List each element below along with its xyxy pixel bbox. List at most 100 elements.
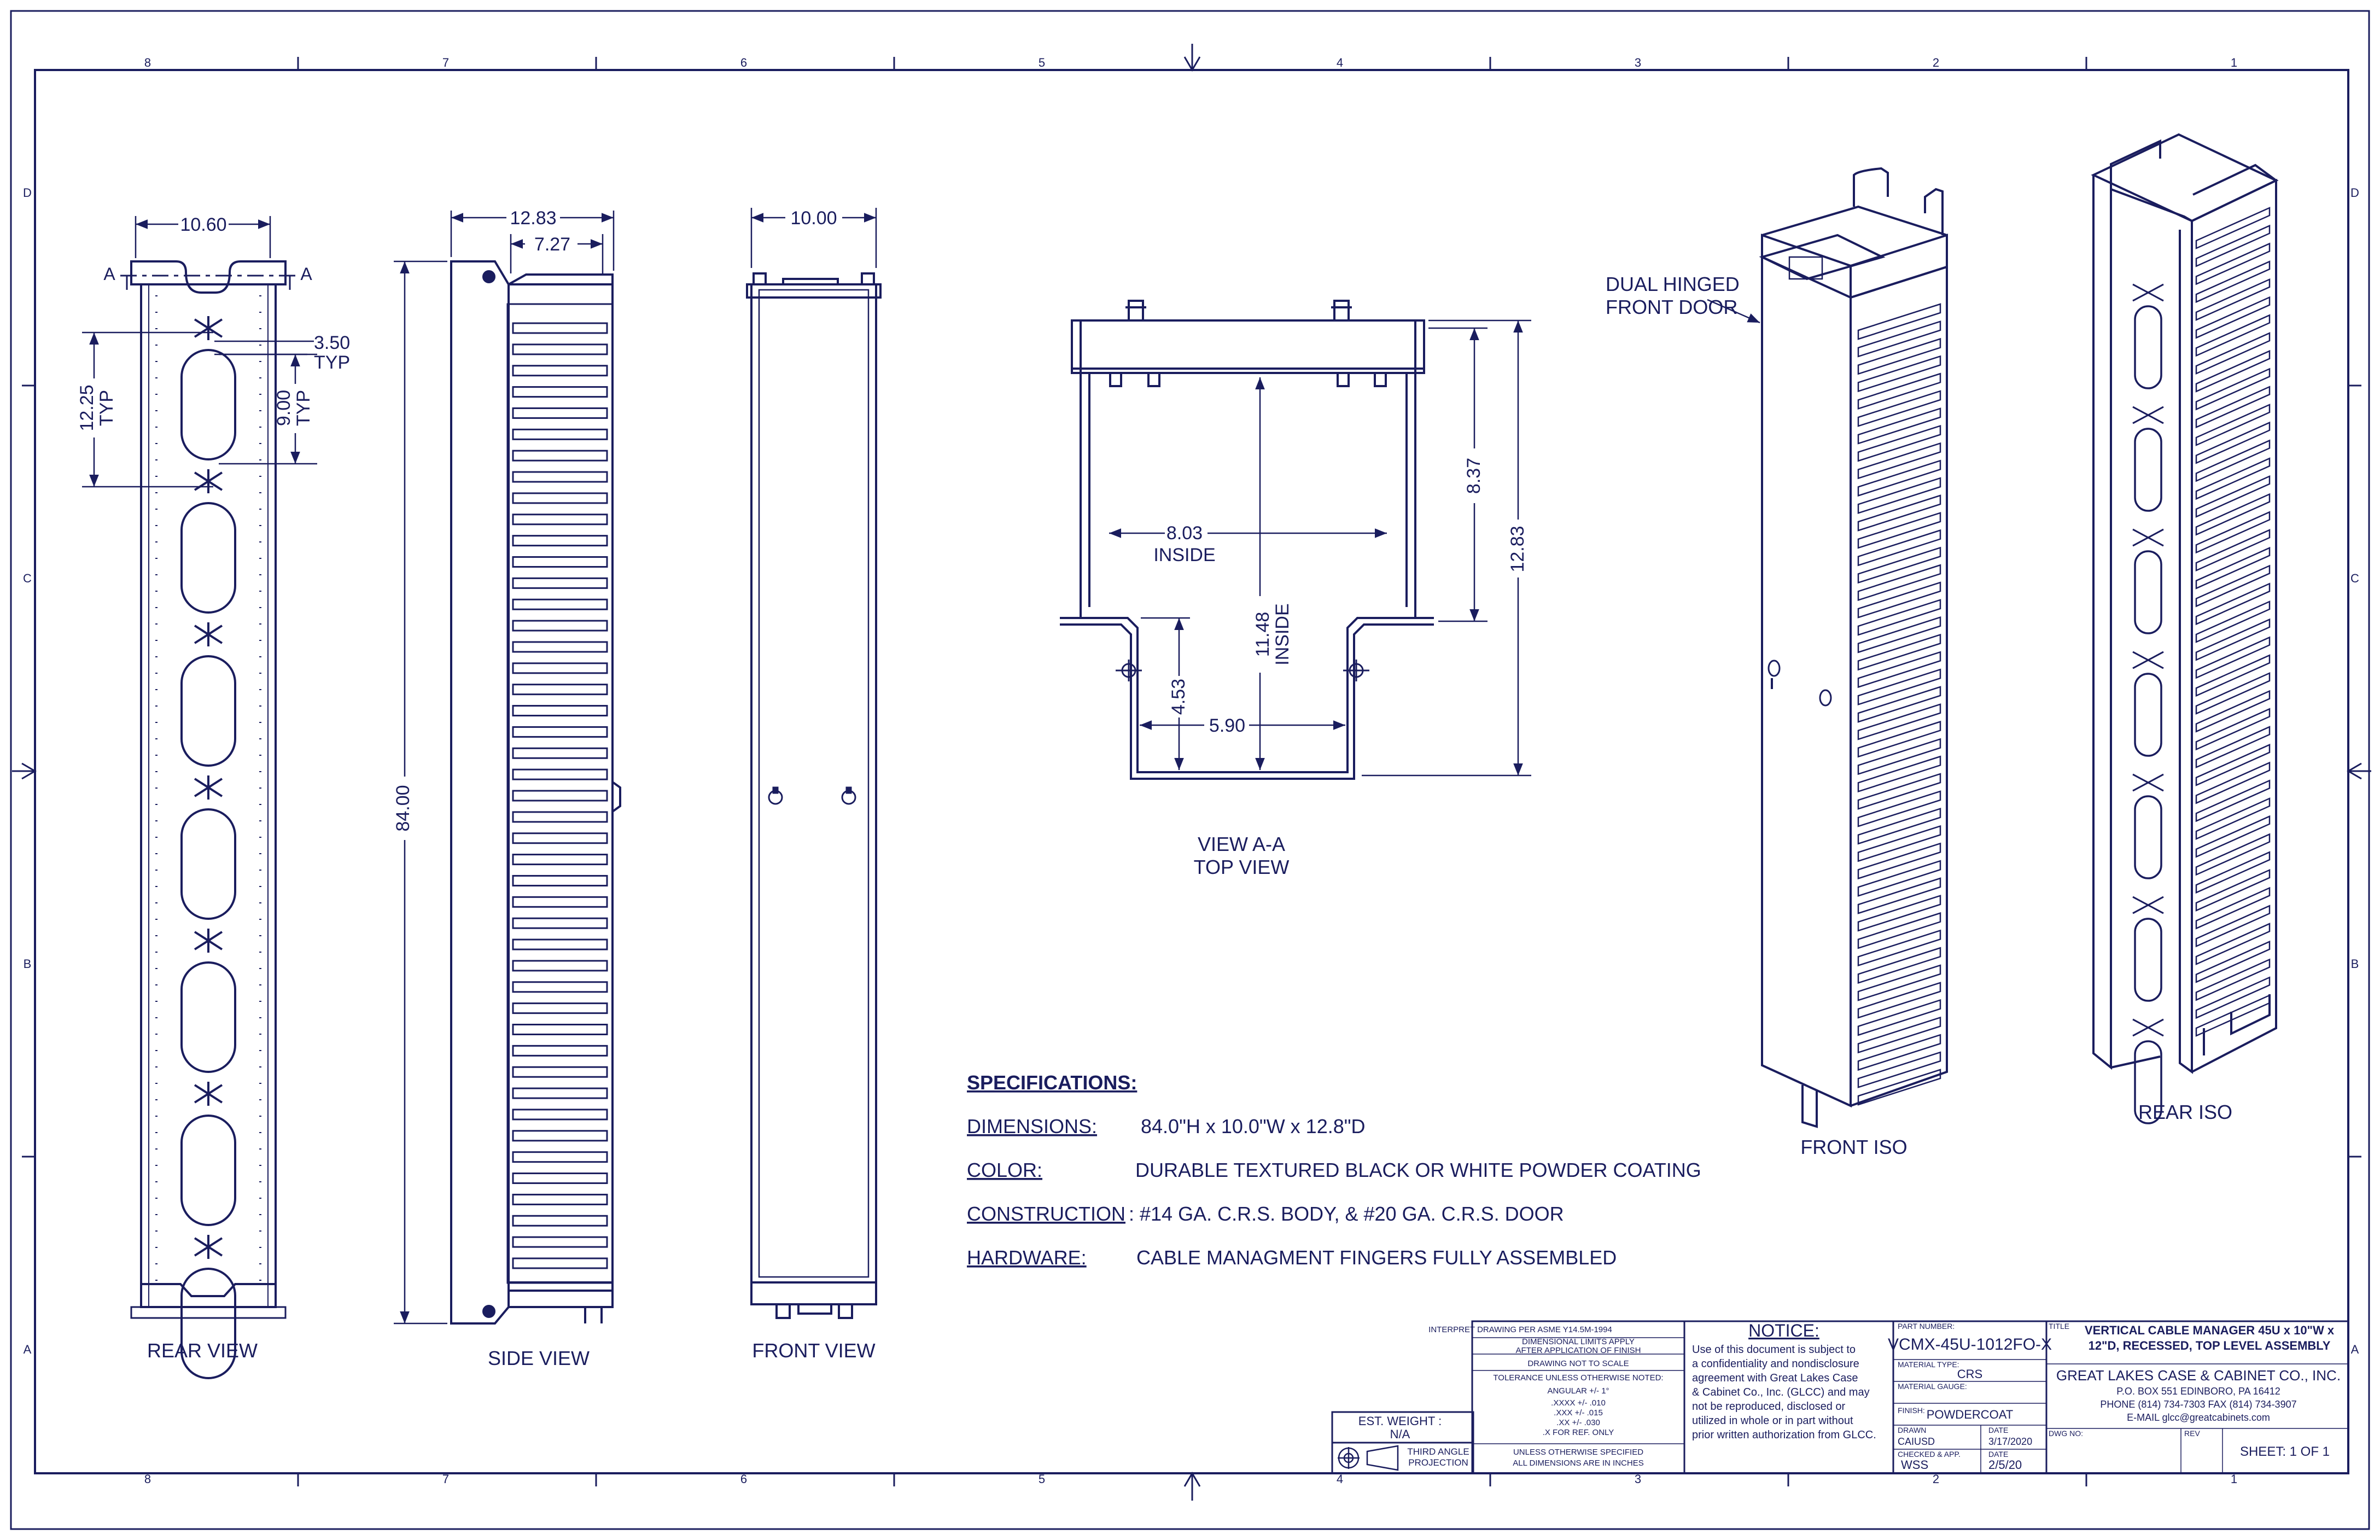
rear-iso-cable-finger bbox=[2195, 654, 2271, 697]
dim-rear-pitch-typ: TYP bbox=[96, 390, 117, 426]
rear-iso-cable-finger bbox=[2195, 224, 2271, 267]
rear-iso-tie-point bbox=[2132, 773, 2164, 792]
zone-labels: 8 7 6 5 4 3 2 1 8 7 6 5 4 3 2 1 D C B A … bbox=[23, 56, 2359, 1486]
est-weight-value: N/A bbox=[1390, 1427, 1410, 1441]
front-iso-cable-finger bbox=[1857, 686, 1941, 723]
rear-iso-cable-finger bbox=[2195, 886, 2271, 930]
rear-iso-cable-finger bbox=[2195, 868, 2271, 912]
dim-aa-upper-depth: 8.37 bbox=[1463, 458, 1484, 494]
front-iso-cable-finger bbox=[1857, 825, 1941, 862]
dim-aa-inside-width: 8.03 bbox=[1166, 523, 1203, 544]
rear-iso-cable-finger bbox=[2195, 779, 2271, 822]
rear-iso-cable-finger bbox=[2195, 743, 2271, 786]
rear-iso-label: REAR ISO bbox=[2138, 1101, 2232, 1123]
rear-iso-cable-finger bbox=[2195, 761, 2271, 804]
front-iso-cable-finger bbox=[1857, 529, 1941, 567]
zone-col-label: 2 bbox=[1933, 56, 1939, 69]
front-iso-cable-finger bbox=[1857, 877, 1941, 914]
zone-col-label: 4 bbox=[1337, 56, 1343, 69]
rear-tie-point bbox=[194, 622, 223, 646]
front-iso-cable-finger bbox=[1857, 425, 1941, 462]
front-iso-cable-finger bbox=[1857, 372, 1941, 410]
dim-rear-gap: 3.50 bbox=[314, 332, 350, 353]
front-iso-cable-finger bbox=[1857, 947, 1941, 984]
rear-iso-cable-slot bbox=[2134, 428, 2162, 512]
rear-cable-slot bbox=[180, 961, 236, 1073]
callout-dual-hinged-door: DUAL HINGED bbox=[1606, 273, 1740, 295]
drawing-title: VERTICAL CABLE MANAGER 45U x 10"W x bbox=[2085, 1323, 2335, 1337]
side-cable-finger bbox=[512, 620, 608, 632]
rear-iso-cable-finger bbox=[2195, 815, 2271, 858]
side-cable-finger bbox=[512, 726, 608, 738]
zone-row-label: B bbox=[24, 957, 32, 971]
rear-iso-cable-slot bbox=[2134, 918, 2162, 1002]
dim-aa-recess-width: 5.90 bbox=[1209, 715, 1245, 736]
side-cable-finger bbox=[512, 896, 608, 908]
drawing-border bbox=[10, 10, 2370, 1530]
rear-cable-slot bbox=[180, 1268, 236, 1379]
rear-iso-cable-slot bbox=[2134, 1040, 2162, 1124]
rear-iso-cable-finger bbox=[2195, 457, 2271, 500]
dim-rear-gap-typ: TYP bbox=[314, 352, 350, 373]
zone-col-label: 5 bbox=[1039, 56, 1045, 69]
side-cable-finger bbox=[512, 938, 608, 950]
side-cable-finger bbox=[512, 471, 608, 483]
notice-text: utilized in whole or in part without bbox=[1692, 1415, 1853, 1427]
projection-label: PROJECTION bbox=[1408, 1457, 1468, 1468]
border-ticks bbox=[12, 44, 2371, 1501]
door-latch-icon bbox=[1768, 660, 1832, 707]
rear-cable-slot bbox=[180, 655, 236, 767]
rear-iso-cable-finger bbox=[2195, 493, 2271, 536]
side-cable-finger bbox=[512, 1002, 608, 1014]
tolerance-note: UNLESS OTHERWISE SPECIFIED bbox=[1513, 1448, 1643, 1457]
dim-rear-pitch: 12.25 bbox=[77, 384, 97, 431]
drawn-by: CAIUSD bbox=[1898, 1436, 1935, 1447]
side-cable-finger bbox=[512, 1193, 608, 1205]
dim-aa-inside-width-note: INSIDE bbox=[1153, 545, 1215, 565]
tolerance-note: .XX +/- .030 bbox=[1556, 1418, 1600, 1427]
side-cable-finger bbox=[512, 1087, 608, 1099]
side-cable-finger bbox=[512, 407, 608, 419]
material-type: CRS bbox=[1957, 1367, 1982, 1381]
rear-iso-cable-finger bbox=[2195, 242, 2271, 285]
front-iso-view: DUAL HINGED FRONT DOOR FRONT ISO bbox=[1606, 167, 1948, 1158]
rear-iso-cable-finger bbox=[2195, 564, 2271, 608]
rear-tie-point bbox=[194, 775, 223, 800]
sheet-number: SHEET: 1 OF 1 bbox=[2240, 1444, 2330, 1459]
company-phone: PHONE (814) 734-7303 FAX (814) 734-3907 bbox=[2100, 1399, 2296, 1410]
side-cable-finger bbox=[512, 641, 608, 653]
front-iso-cable-finger bbox=[1857, 651, 1941, 689]
rear-cable-slot bbox=[180, 502, 236, 614]
dim-side-height: 84.00 bbox=[393, 785, 413, 831]
rear-iso-tie-point bbox=[2132, 1018, 2164, 1037]
front-iso-cable-finger bbox=[1857, 512, 1941, 549]
part-number: VCMX-45U-1012FO-X bbox=[1888, 1335, 2052, 1354]
front-view: 10.00 FRONT VIEW bbox=[746, 208, 882, 1362]
dim-rear-width: 10.60 bbox=[180, 214, 226, 235]
front-iso-label: FRONT ISO bbox=[1800, 1136, 1907, 1158]
side-cable-finger bbox=[512, 598, 608, 610]
notice-text: a confidentiality and nondisclosure bbox=[1692, 1358, 1859, 1370]
rear-cable-slot bbox=[180, 349, 236, 460]
rear-cable-slot bbox=[180, 1115, 236, 1226]
dim-aa-total-depth: 12.83 bbox=[1507, 526, 1528, 572]
rear-iso-cable-finger bbox=[2195, 207, 2271, 249]
tolerance-note: ANGULAR +/- 1° bbox=[1547, 1386, 1609, 1396]
title-label: TITLE bbox=[2049, 1322, 2069, 1331]
front-iso-cable-finger bbox=[1857, 581, 1941, 619]
tolerance-note: INTERPRET DRAWING PER ASME Y14.5M-1994 bbox=[1428, 1325, 1612, 1334]
rear-iso-cable-finger bbox=[2195, 708, 2271, 751]
zone-col-label: 1 bbox=[2231, 1472, 2237, 1486]
checked-date: 2/5/20 bbox=[1988, 1458, 2022, 1472]
front-iso-cable-finger bbox=[1857, 303, 1941, 340]
rear-iso-cable-slot bbox=[2134, 673, 2162, 757]
front-iso-cable-finger bbox=[1857, 1034, 1941, 1071]
rear-iso-cable-finger bbox=[2195, 923, 2271, 966]
part-number-label: PART NUMBER: bbox=[1898, 1322, 1955, 1331]
notice-text: prior written authorization from GLCC. bbox=[1692, 1429, 1876, 1441]
side-cable-finger bbox=[512, 1172, 608, 1185]
front-iso-cable-finger bbox=[1857, 703, 1941, 740]
zone-row-label: A bbox=[24, 1343, 32, 1356]
specifications-block: SPECIFICATIONS: DIMENSIONS: 84.0"H x 10.… bbox=[967, 1071, 1701, 1269]
